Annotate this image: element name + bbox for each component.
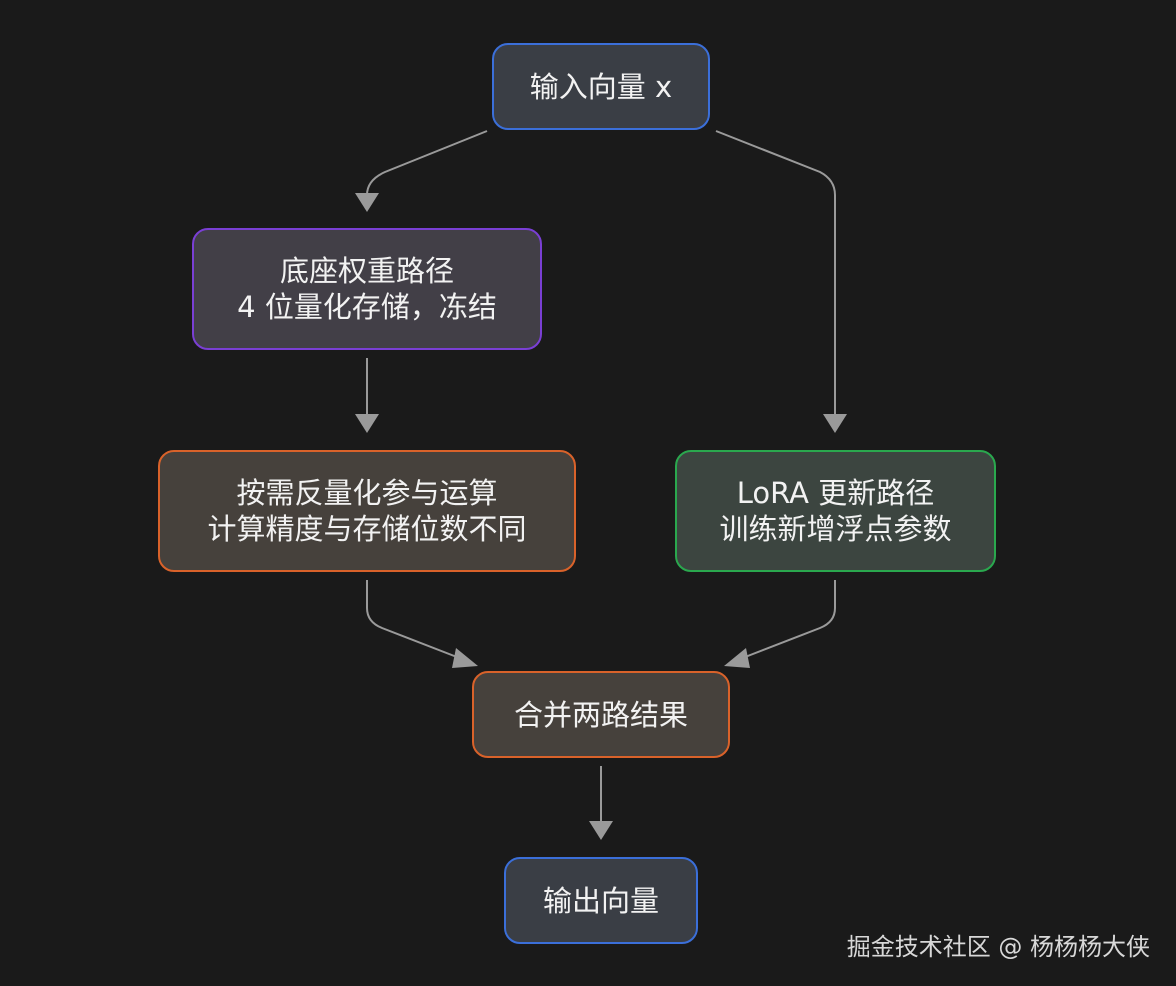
edge-input-to-lora bbox=[715, 130, 847, 433]
arrowhead-icon bbox=[355, 414, 379, 433]
node-merge-results-label: 合并两路结果 bbox=[513, 697, 688, 732]
arrowhead-icon bbox=[724, 648, 750, 668]
arrowhead-icon bbox=[452, 648, 478, 668]
arrowhead-icon bbox=[355, 193, 379, 212]
edge-base-to-dequant bbox=[355, 358, 379, 433]
node-lora-update-path: LoRA 更新路径 训练新增浮点参数 bbox=[675, 450, 996, 572]
node-merge-results: 合并两路结果 bbox=[472, 671, 730, 758]
watermark: 掘金技术社区 @ 杨杨杨大侠 bbox=[846, 933, 1150, 961]
arrowhead-icon bbox=[589, 821, 613, 840]
node-base-weight-path-detail: 4 位量化存储，冻结 bbox=[237, 290, 497, 324]
arrowhead-icon bbox=[823, 414, 847, 433]
node-lora-update-path-title: LoRA 更新路径 bbox=[736, 476, 935, 510]
node-output-vector-label: 输出向量 bbox=[542, 883, 659, 918]
node-input-vector: 输入向量 x bbox=[492, 43, 710, 130]
node-dequantize-compute: 按需反量化参与运算 计算精度与存储位数不同 bbox=[158, 450, 576, 572]
edge-dequant-to-merge bbox=[366, 580, 478, 668]
edge-merge-to-output bbox=[589, 766, 613, 840]
node-output-vector: 输出向量 bbox=[504, 857, 698, 944]
edge-input-to-base bbox=[355, 130, 488, 212]
edge-lora-to-merge bbox=[724, 580, 836, 668]
node-dequantize-compute-detail: 计算精度与存储位数不同 bbox=[207, 512, 527, 546]
node-dequantize-compute-title: 按需反量化参与运算 bbox=[236, 476, 498, 510]
node-lora-update-path-detail: 训练新增浮点参数 bbox=[719, 512, 952, 546]
node-base-weight-path-title: 底座权重路径 bbox=[279, 254, 454, 288]
node-input-vector-label: 输入向量 x bbox=[529, 69, 673, 104]
node-base-weight-path: 底座权重路径 4 位量化存储，冻结 bbox=[192, 228, 542, 350]
